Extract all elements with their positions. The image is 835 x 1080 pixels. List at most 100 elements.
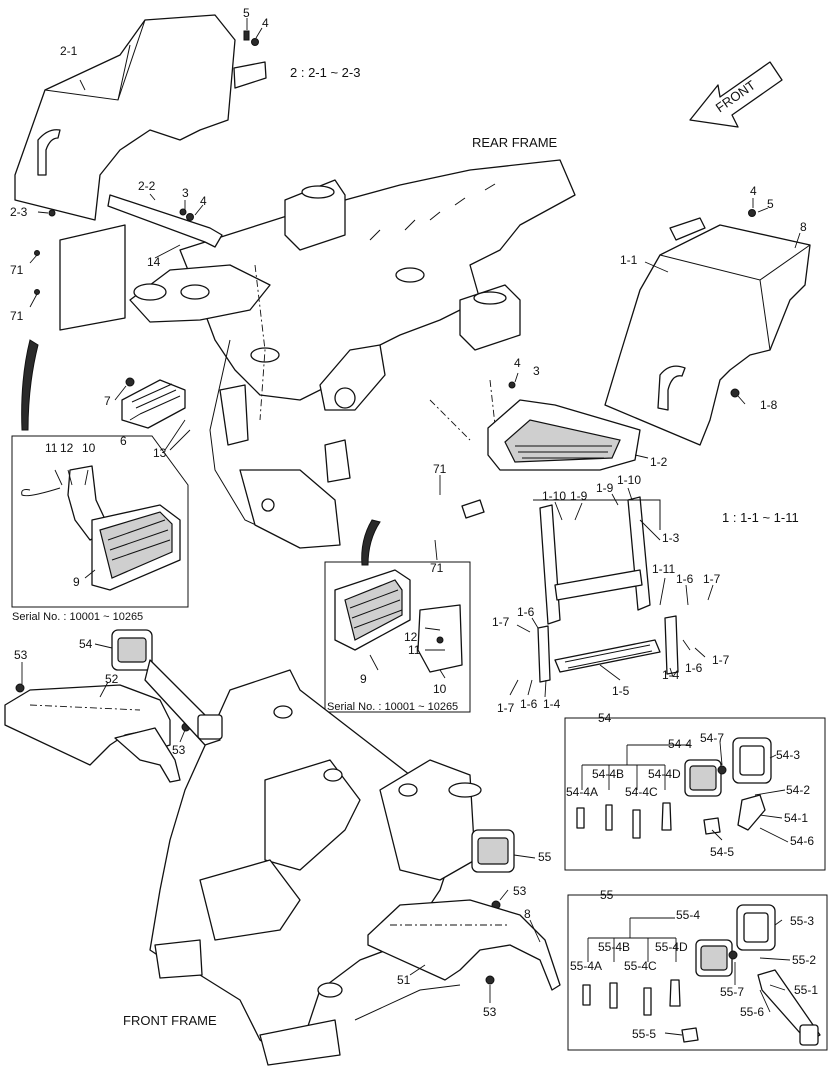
kit-54-label-54-3: 54-3 [776, 748, 800, 762]
callout-5: 5 [767, 197, 774, 211]
callout-1-6: 1-6 [520, 697, 538, 711]
callout-1-6: 1-6 [685, 661, 703, 675]
callout-1-1: 1-1 [620, 253, 638, 267]
callout-12: 12 [60, 441, 74, 455]
callout-71: 71 [10, 309, 24, 323]
callout-1-4: 1-4 [662, 668, 680, 682]
front-frame-title: FRONT FRAME [123, 1013, 217, 1028]
kit-55-label-55-4D: 55-4D [655, 940, 688, 954]
callout-3: 3 [182, 186, 189, 200]
group-1-note: 1 : 1-1 ~ 1-11 [722, 510, 799, 525]
inset-wheel-chock-left [11, 435, 189, 608]
callout-5: 5 [243, 6, 250, 20]
callout-53: 53 [14, 648, 28, 662]
callout-10: 10 [433, 682, 447, 696]
callout-1-7: 1-7 [497, 701, 515, 715]
callout-1-7: 1-7 [703, 572, 721, 586]
bracket-2-2 [34, 194, 223, 331]
kit-54-label-54-4: 54-4 [668, 737, 692, 751]
callout-1-11: 1-11 [652, 562, 675, 576]
kit-55-labels: 55 55-4 55-3 55-4B 55-4D 55-2 55-4A 55-4… [570, 888, 818, 1041]
kit-55-label-55-2: 55-2 [792, 953, 816, 967]
rear-frame [129, 159, 576, 549]
callout-4: 4 [200, 194, 207, 208]
callout-53: 53 [172, 743, 186, 757]
callout-1-10: 1-10 [542, 489, 566, 503]
kit-55-label-55-4B: 55-4B [598, 940, 630, 954]
callout-4: 4 [262, 16, 269, 30]
callout-1-2: 1-2 [650, 455, 668, 469]
kit-55-label-55-4: 55-4 [676, 908, 700, 922]
serial-note-center: Serial No. : 10001 ~ 10265 [327, 701, 458, 713]
callout-11: 11 [45, 441, 58, 455]
rear-frame-title: REAR FRAME [472, 135, 558, 150]
kit-54-label-54-5: 54-5 [710, 845, 734, 859]
callout-13: 13 [153, 446, 167, 460]
callout-54: 54 [79, 637, 93, 651]
callout-1-10: 1-10 [617, 473, 641, 487]
callout-14: 14 [147, 255, 161, 269]
callout-1-4: 1-4 [543, 697, 561, 711]
callout-4: 4 [514, 356, 521, 370]
callout-3: 3 [533, 364, 540, 378]
callout-1-9: 1-9 [570, 489, 588, 503]
callout-1-9: 1-9 [596, 481, 614, 495]
callout-8: 8 [524, 907, 531, 921]
kit-54-label-54-4B: 54-4B [592, 767, 624, 781]
callout-6: 6 [120, 434, 127, 448]
serial-note-left: Serial No. : 10001 ~ 10265 [12, 611, 143, 623]
fender-51 [367, 899, 561, 991]
kit-55-title: 55 [600, 888, 614, 902]
work-lamp-55 [471, 829, 515, 910]
callout-7: 7 [104, 394, 111, 408]
callout-1-7: 1-7 [492, 615, 510, 629]
front-direction-arrow: FRONT [689, 61, 783, 128]
kit-55-label-55-4C: 55-4C [624, 959, 657, 973]
callout-9: 9 [73, 575, 80, 589]
callout-2-1: 2-1 [60, 44, 78, 58]
kit-54-label-54-4C: 54-4C [625, 785, 658, 799]
callout-11: 11 [408, 643, 421, 657]
kit-55-label-55-1: 55-1 [794, 983, 818, 997]
callout-1-8: 1-8 [760, 398, 778, 412]
callout-1-5: 1-5 [612, 684, 630, 698]
callout-4: 4 [750, 184, 757, 198]
callout-53: 53 [483, 1005, 497, 1019]
kit-54-label-54-6: 54-6 [790, 834, 814, 848]
kit-54-label-54-4A: 54-4A [566, 785, 598, 799]
kit-54-label-54-7: 54-7 [700, 731, 724, 745]
callout-51: 51 [397, 973, 411, 987]
kit-55-label-55-4A: 55-4A [570, 959, 602, 973]
callout-10: 10 [82, 441, 96, 455]
kit-55-box [567, 894, 828, 1051]
leader-lines [21, 18, 801, 1036]
step-1-2 [487, 381, 641, 471]
step-6 [121, 377, 186, 429]
callout-71: 71 [10, 263, 24, 277]
kit-54-box [564, 717, 826, 871]
callout-55: 55 [538, 850, 552, 864]
work-lamp-54 [111, 629, 223, 746]
kit-54-title: 54 [598, 711, 612, 725]
callout-8: 8 [800, 220, 807, 234]
front-frame [149, 669, 482, 1066]
callout-1-6: 1-6 [676, 572, 694, 586]
callout-71: 71 [430, 561, 444, 575]
kit-54-label-54-2: 54-2 [786, 783, 810, 797]
callout-9: 9 [360, 672, 367, 686]
callout-53: 53 [513, 884, 527, 898]
separator-arc-center [361, 519, 381, 566]
callout-2-2: 2-2 [138, 179, 156, 193]
fender-52 [4, 683, 191, 783]
ladder-1-3 [533, 496, 679, 683]
group-2-note: 2 : 2-1 ~ 2-3 [290, 65, 360, 80]
separator-arc-left [21, 339, 39, 431]
callout-1-3: 1-3 [662, 531, 680, 545]
fender-1-1 [604, 209, 811, 446]
kit-55-label-55-5: 55-5 [632, 1027, 656, 1041]
kit-54-label-54-1: 54-1 [784, 811, 808, 825]
kit-55-label-55-6: 55-6 [740, 1005, 764, 1019]
kit-54-labels: 54 54-4 54-7 54-3 54-4B 54-4D 54-4A 54-4… [566, 711, 814, 859]
